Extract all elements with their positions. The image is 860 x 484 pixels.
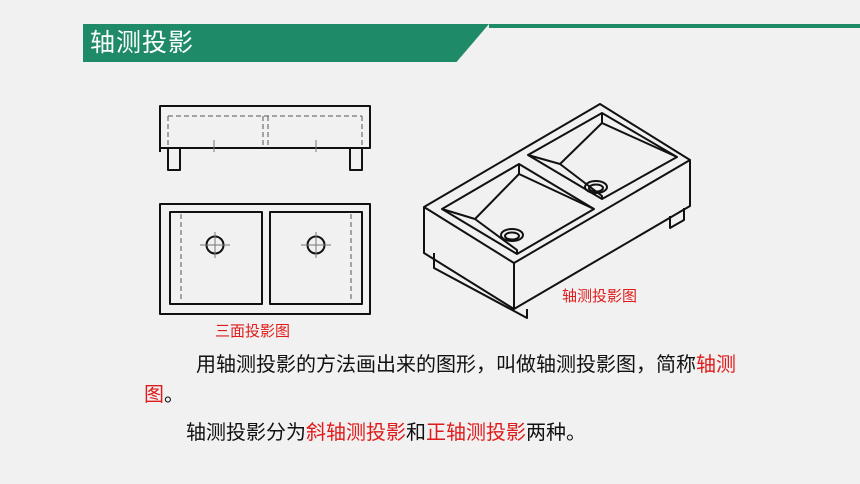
three-view-caption: 三面投影图 — [215, 322, 291, 340]
top-view — [159, 203, 371, 315]
classification-paragraph: 轴测投影分为斜轴测投影和正轴测投影两种。 — [186, 417, 586, 447]
classification-text-c: 两种。 — [526, 420, 586, 444]
axonometric-view — [423, 103, 691, 319]
classification-text-b: 和 — [406, 420, 426, 444]
header-rule — [489, 24, 860, 28]
term-highlight: 轴测图 — [144, 352, 736, 406]
definition-end: 。 — [164, 382, 184, 406]
front-view — [159, 105, 371, 171]
header-band — [83, 24, 489, 62]
classification-text-a: 轴测投影分为 — [186, 420, 306, 444]
oblique-highlight: 斜轴测投影 — [306, 420, 406, 444]
axonometric-caption: 轴测投影图 — [562, 287, 638, 305]
definition-text: 用轴测投影的方法画出来的图形，叫做轴测投影图，简称 — [196, 352, 696, 376]
definition-paragraph: 用轴测投影的方法画出来的图形，叫做轴测投影图，简称轴测图。 — [144, 349, 744, 409]
orthographic-highlight: 正轴测投影 — [426, 420, 526, 444]
page-title: 轴测投影 — [90, 28, 195, 57]
